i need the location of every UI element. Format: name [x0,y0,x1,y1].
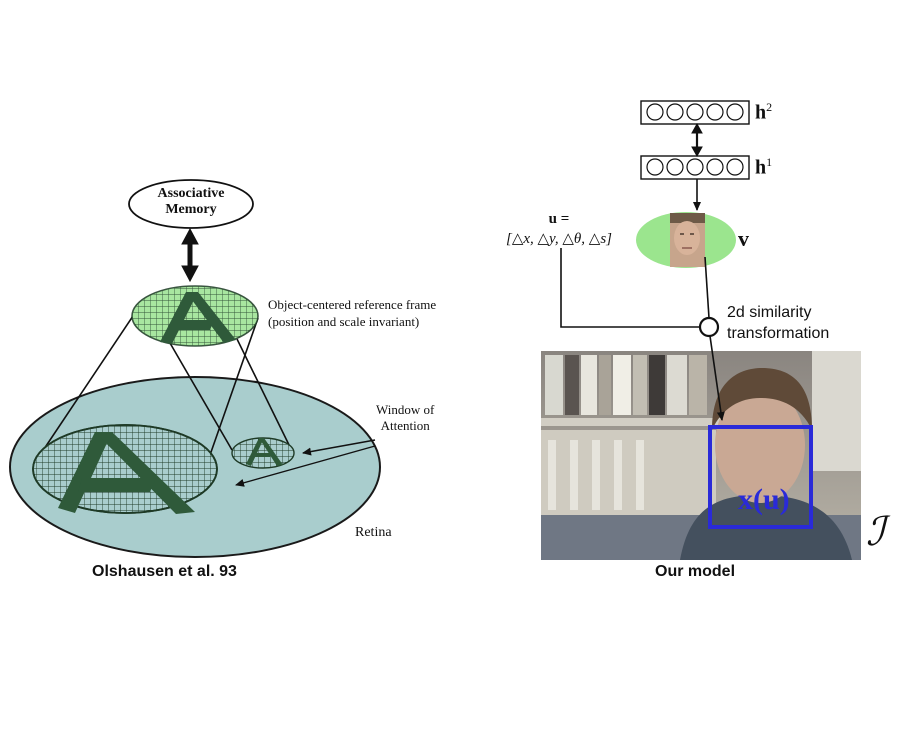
h2-label: h2 [755,100,772,125]
associative-memory-ellipse [128,179,254,229]
canonical-face-image [670,213,705,267]
right-caption: Our model [655,563,736,580]
h1-label: h1 [755,155,772,180]
letter-a-small [246,438,283,466]
projection-line [236,338,293,452]
h2-superscript: 2 [766,100,773,114]
olshausen-diagram [9,179,381,558]
image-symbol: ℐ [866,509,885,554]
memory-label-line2: Memory [165,202,217,217]
h1-letter: h [755,156,767,179]
u-definition-line2: [△x, △y, △θ, △s] [505,231,612,247]
retina-grid-region [32,424,218,514]
frame-label-line1: Object-centered reference frame [268,297,437,312]
unit-node [726,158,744,176]
unit-node [686,103,704,121]
transform-label: 2d similarity transformation [727,302,829,344]
h1-superscript: 1 [766,155,773,169]
frame-label-line2: (position and scale invariant) [268,314,420,329]
window-of-attention-label: Window of Attention [376,402,434,434]
unit-node [686,158,704,176]
transform-node [698,316,720,338]
v-label: v [738,226,749,251]
attention-window-arrow [709,335,725,421]
unit-node [646,158,664,176]
transform-label-line2: transformation [727,325,830,342]
v-transform-line [704,256,710,319]
memory-label-line1: Associative [157,186,225,201]
projection-line [209,317,259,456]
unit-node [726,103,744,121]
memory-frame-arrow [181,227,199,283]
unit-node [666,103,684,121]
unit-node [666,158,684,176]
left-caption: Olshausen et al. 93 [92,563,237,580]
u-definition: u = [△x, △y, △θ, △s] [489,209,629,249]
associative-memory-label: Associative Memory [140,186,242,218]
our-model-diagram [541,100,861,560]
unit-node [646,103,664,121]
window-label-line1: Window of [376,402,435,417]
transform-label-line1: 2d similarity [727,304,812,321]
projection-line [39,315,134,456]
patch-label: x(u) [738,483,790,516]
retina-label: Retina [355,525,392,540]
patch-box [708,425,813,529]
attention-arrow [302,439,376,456]
unit-node [706,158,724,176]
h1-h2-arrow [691,122,703,158]
h2-letter: h [755,101,767,124]
letter-a-large [58,432,195,514]
u-definition-line1: u = [548,211,570,227]
u-connector-line [560,248,704,328]
window-label-line2: Attention [380,418,430,433]
letter-a-frame [160,292,236,344]
attention-arrow [235,445,376,487]
object-frame-label: Object-centered reference frame (positio… [268,296,436,330]
projection-line [169,342,233,451]
unit-node [706,103,724,121]
